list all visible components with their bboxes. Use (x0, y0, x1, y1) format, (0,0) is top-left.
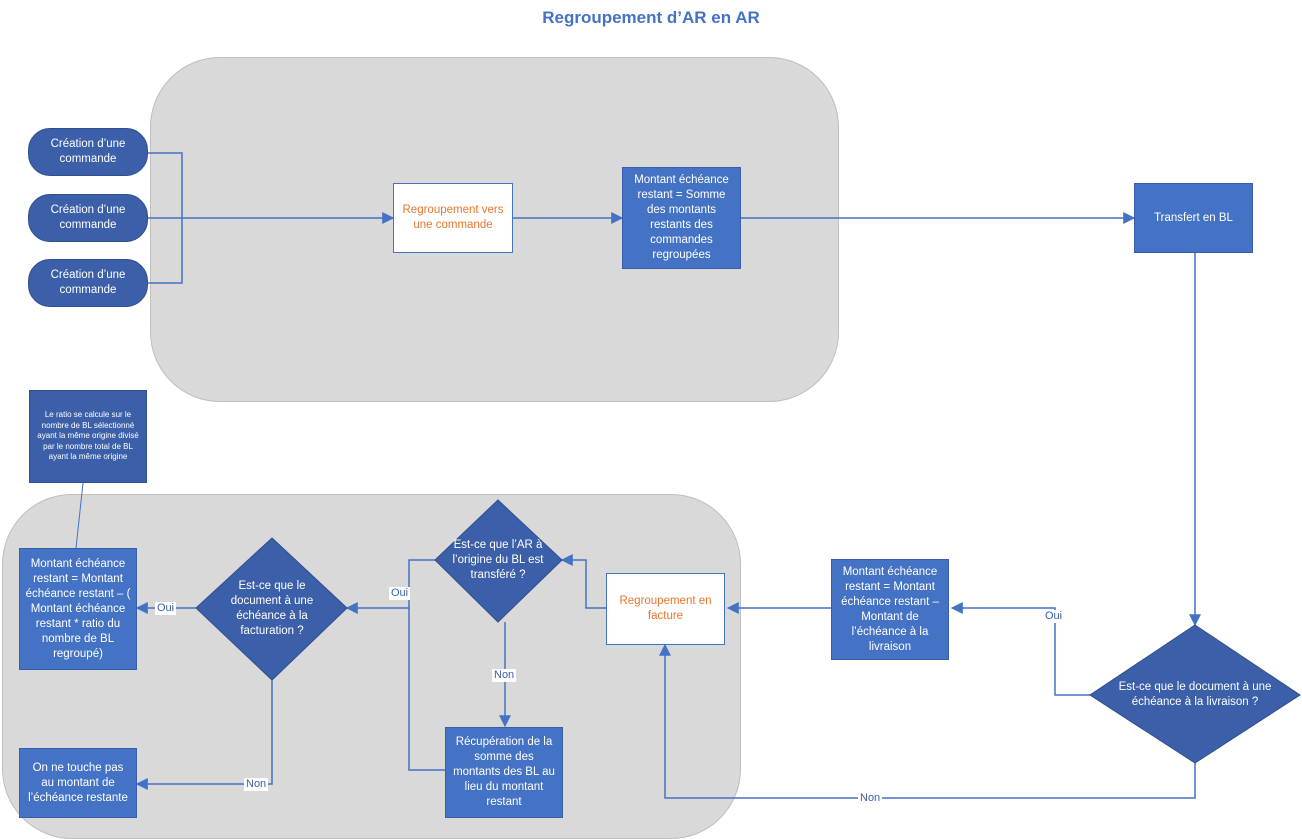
connector-order3 (148, 218, 183, 284)
decision-delivery-shape (1089, 624, 1301, 764)
connector-invoice-non (135, 680, 273, 790)
remaining-amount-sum: Montant échéance restant = Somme des mon… (622, 167, 741, 269)
decision-origin-shape (434, 499, 563, 623)
connector-origin-oui (345, 559, 435, 614)
recover-bl-sum: Récupération de la somme des montants de… (445, 727, 563, 818)
label-non-delivery: Non (858, 792, 883, 805)
transfer-to-bl: Transfert en BL (1134, 183, 1253, 253)
connector-recover-to-invoice (408, 608, 445, 771)
remaining-amount-ratio: Montant échéance restant = Montant échéa… (19, 548, 137, 670)
label-oui-invoice: Oui (155, 602, 177, 615)
label-non-origin: Non (492, 669, 517, 682)
decision-delivery-text: Est-ce que le document à une échéance à … (1118, 681, 1272, 708)
group-into-invoice: Regroupement en facture (606, 573, 725, 645)
remaining-amount-delivery: Montant échéance restant = Montant échéa… (831, 559, 949, 660)
create-order-2: Création d’une commande (28, 194, 148, 242)
create-order-3: Création d’une commande (28, 259, 148, 307)
create-order-1: Création d’une commande (28, 128, 148, 176)
ratio-note: Le ratio se calcule sur le nombre de BL … (29, 390, 147, 483)
label-oui-delivery: Oui (1043, 610, 1065, 623)
connector-oui-delivery (950, 602, 1090, 696)
label-non-invoice: Non (244, 778, 269, 791)
decision-origin-text: Est-ce que l’AR à l’origine du BL est tr… (452, 538, 544, 581)
connector-order1 (148, 152, 183, 218)
no-change-remaining: On ne touche pas au montant de l’échéanc… (19, 748, 137, 818)
label-oui-origin: Oui (389, 587, 411, 600)
diagram-title: Regroupement d’AR en AR (542, 8, 760, 27)
connector-non-delivery (659, 643, 1196, 799)
decision-invoice-shape (195, 537, 348, 681)
connector-invoice-to-origin (560, 554, 606, 609)
connector-note (75, 482, 84, 549)
decision-invoice-text: Est-ce que le document à une échéance à … (230, 580, 314, 637)
group-into-order: Regroupement vers une commande (393, 183, 513, 253)
